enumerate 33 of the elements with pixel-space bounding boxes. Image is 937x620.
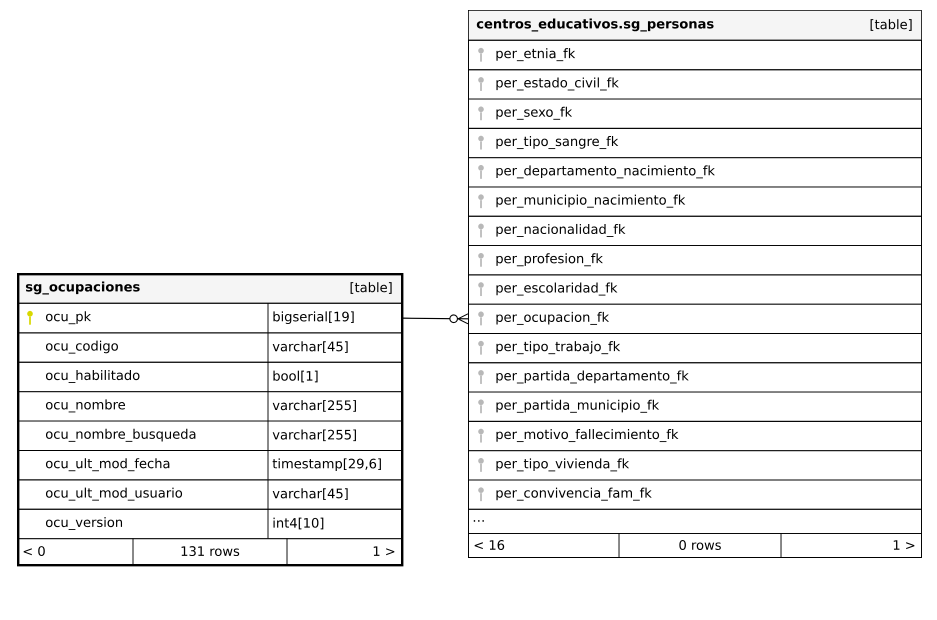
table-row: per_escolaridad_fk [468,274,922,305]
table-row: ocu_pk bigserial[19] [17,302,402,334]
table-row: per_etnia_fk [468,40,922,70]
table-row: per_departamento_nacimiento_fk [468,157,922,188]
table-row: ocu_ult_mod_usuario varchar[45] [17,478,402,510]
table-row: per_tipo_sangre_fk [468,128,922,158]
table-row: per_tipo_trabajo_fk [468,333,922,364]
node-label: sg_ocupaciones [26,281,140,294]
table-row: … [468,508,922,534]
table-row: per_convivencia_fam_fk [468,480,922,510]
table-row: per_tipo_vivienda_fk [468,450,922,480]
table-row: ocu_ult_mod_fecha timestamp[29,6] [17,450,402,480]
table-footer: < 0 131 rows 1 > [17,538,402,565]
table-row: per_partida_departamento_fk [468,362,922,393]
table-row: ocu_nombre varchar[255] [17,390,402,422]
table-row: per_partida_municipio_fk [468,392,922,422]
table-row: per_estado_civil_fk [468,69,922,100]
table-row: ocu_version int4[10] [17,508,402,540]
table-footer: < 16 0 rows 1 > [468,532,922,558]
table-row: per_sexo_fk [468,98,922,129]
table-row: per_profesion_fk [468,245,922,276]
table-row: per_motivo_fallecimiento_fk [468,420,922,452]
table-row: per_ocupacion_fk [468,304,922,334]
table-row: ocu_nombre_busqueda varchar[255] [17,420,402,451]
table-row: ocu_habilitado bool[1] [17,361,402,392]
table-row: ocu_codigo varchar[45] [17,332,402,363]
node-label: [table] [870,19,912,31]
node-label: centros_educativos.sg_personas [476,18,714,32]
table-row: per_nacionalidad_fk [468,216,922,246]
table-row: per_municipio_nacimiento_fk [468,186,922,217]
node-label: [table] [350,282,392,294]
table-header: centros_educativos.sg_personas [table] [468,10,922,40]
relationship-line [401,313,469,324]
